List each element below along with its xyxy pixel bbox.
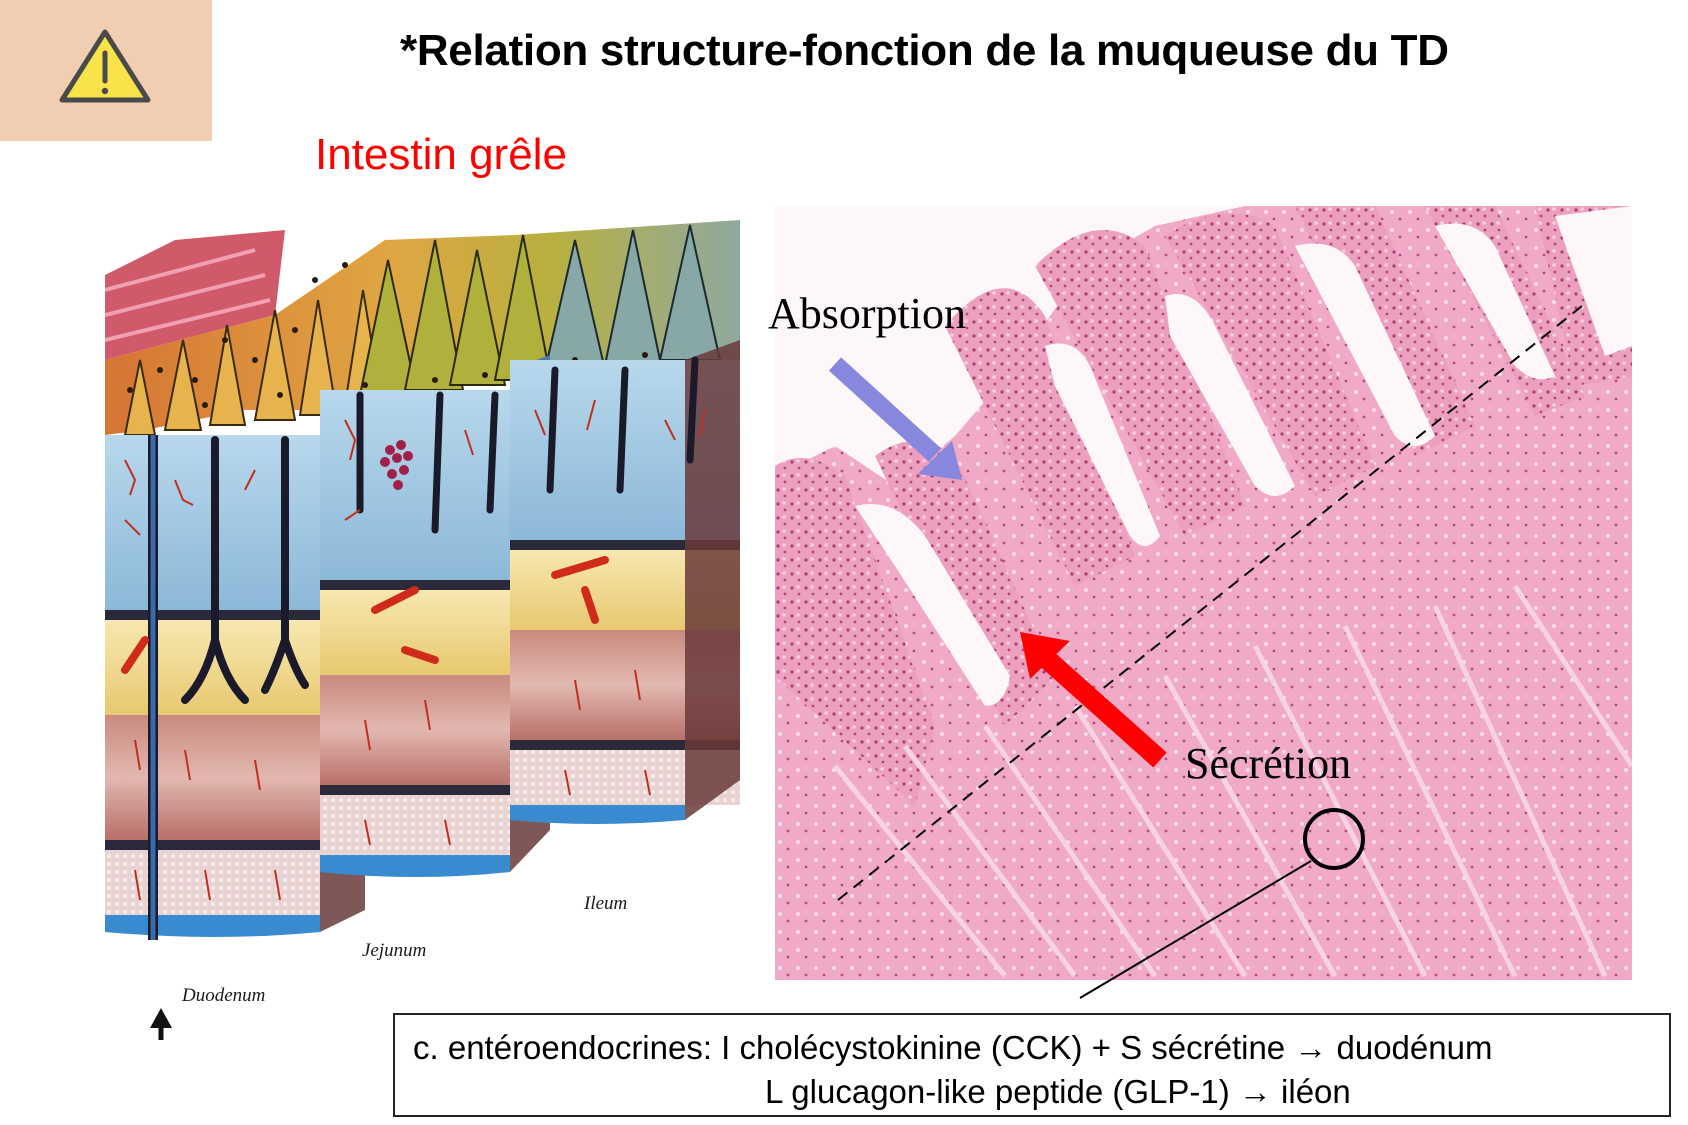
warning-triangle-icon [59,29,151,103]
warning-badge [0,0,212,141]
slide-title: *Relation structure-fonction de la muque… [400,26,1449,75]
label-duodenum: Duodenum [182,985,266,1006]
label-ileum: Ileum [584,893,628,914]
callout-line-2: L glucagon-like peptide (GLP-1) → iléon [765,1073,1351,1110]
enteroendocrine-callout-box: c. entéroendocrines: I cholécystokinine … [393,1013,1671,1117]
label-jejunum: Jejunum [362,940,427,961]
absorption-label: Absorption [768,289,966,338]
callout-line-1: c. entéroendocrines: I cholécystokinine … [413,1029,1493,1066]
intestine-wall-illustration [105,220,740,1020]
section-subtitle: Intestin grêle [315,130,567,179]
secretion-label: Sécrétion [1185,739,1352,788]
